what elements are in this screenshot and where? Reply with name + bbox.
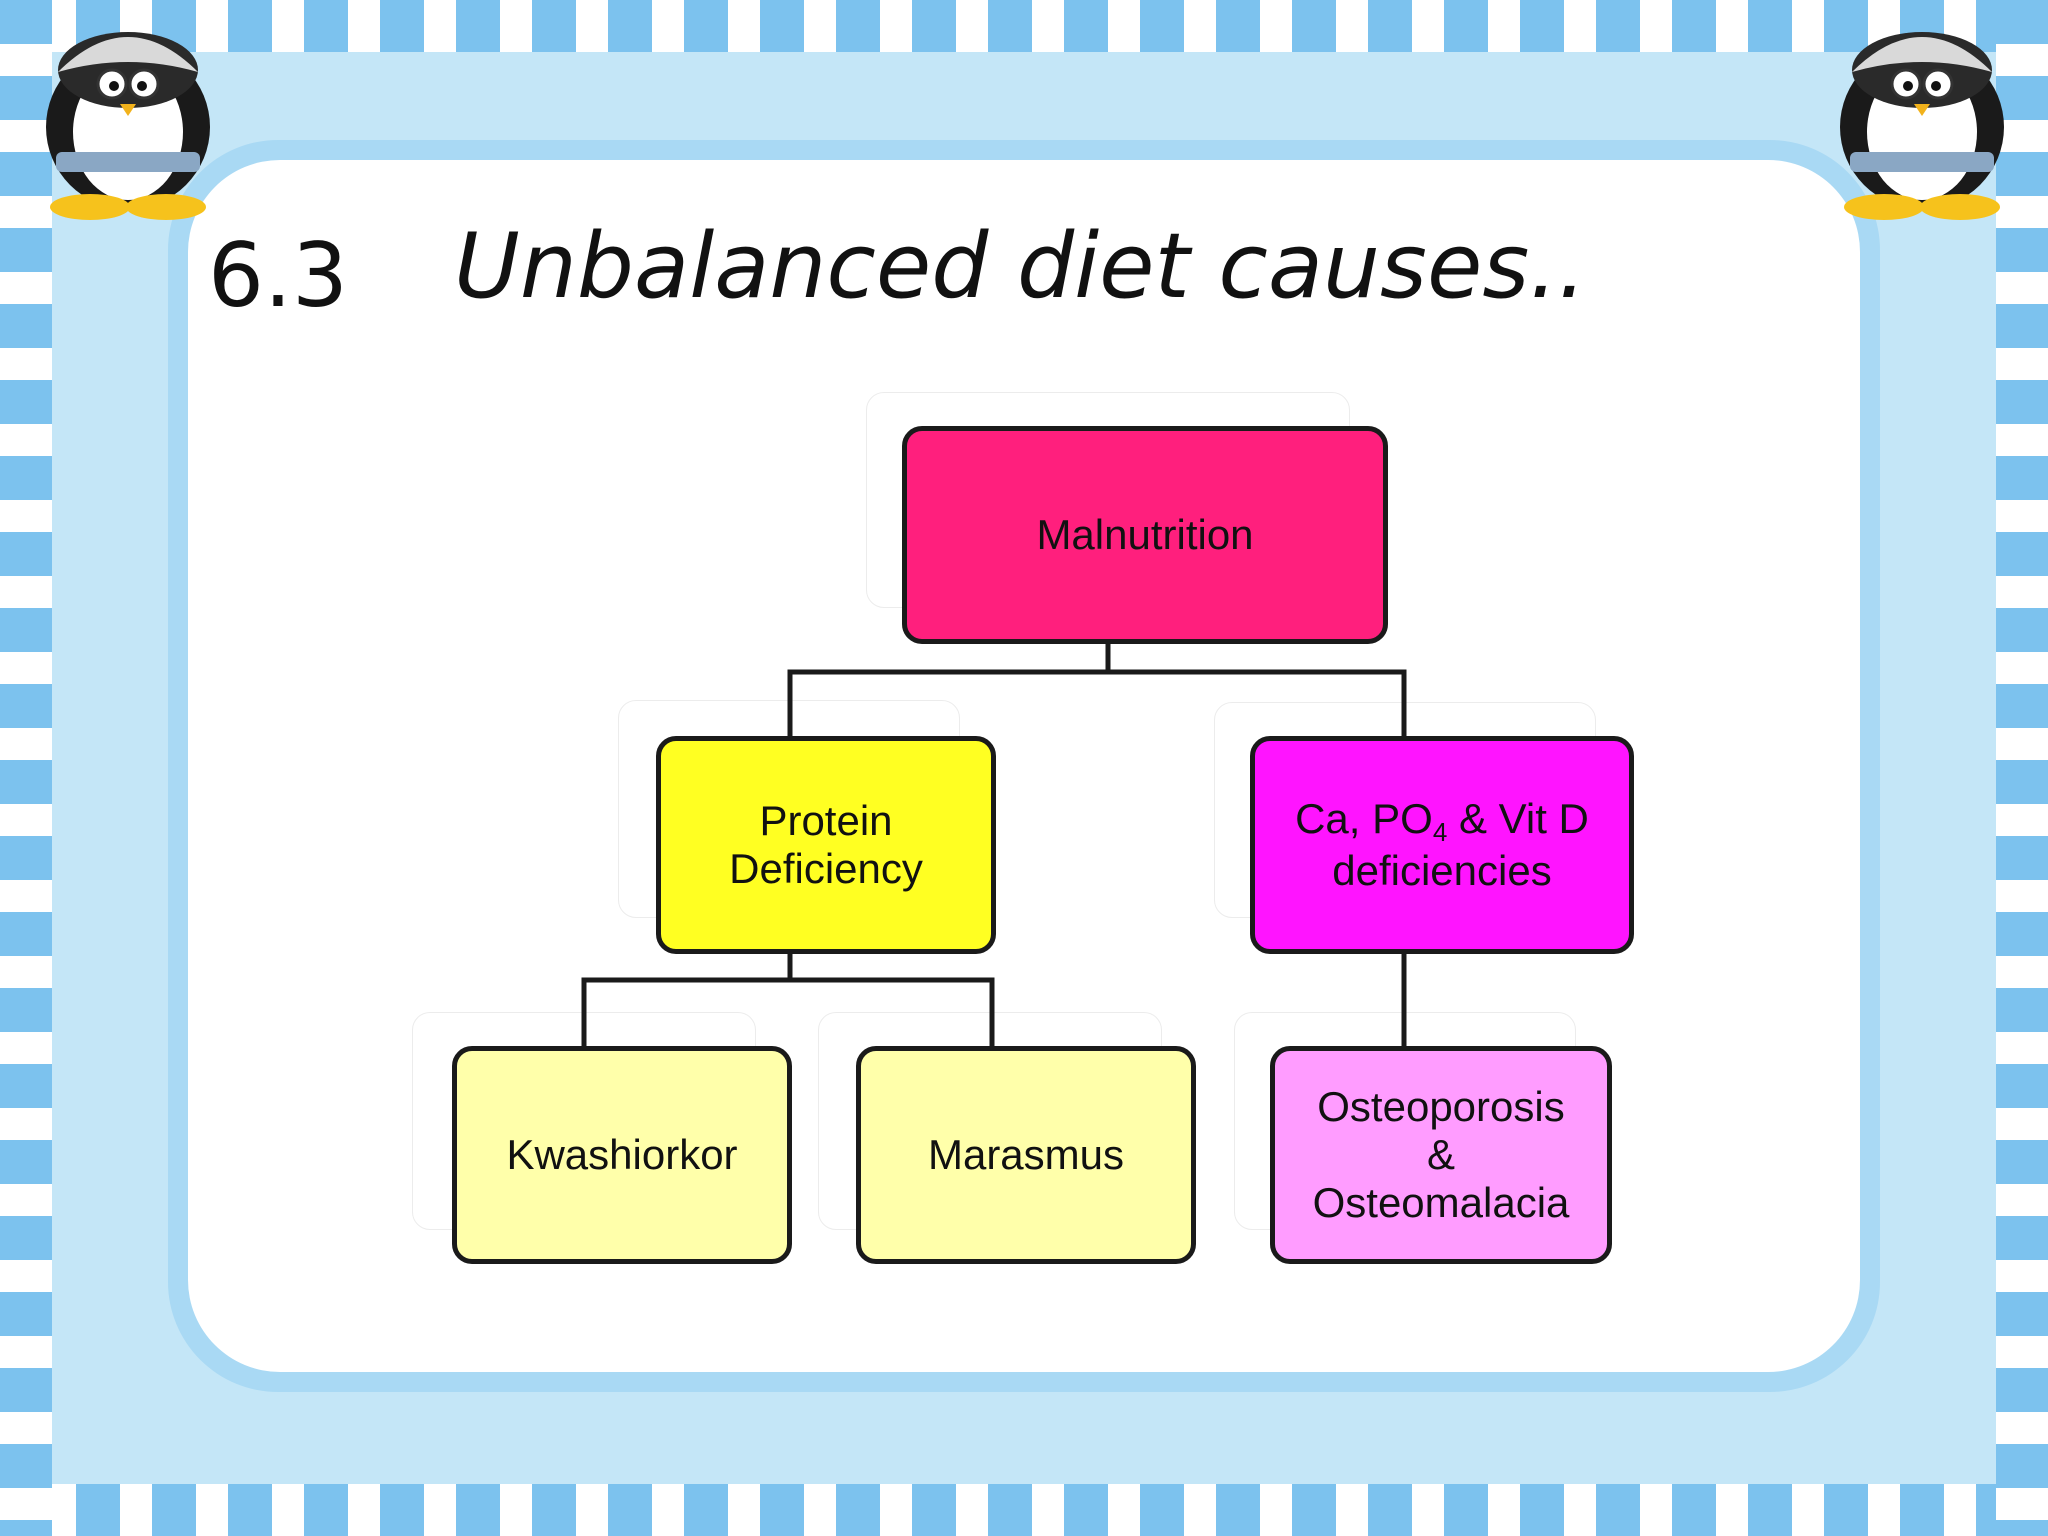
node-malnutrition-label: Malnutrition <box>1036 511 1254 559</box>
checkered-border-left <box>0 0 52 1536</box>
node-protein-line2: Deficiency <box>729 845 923 892</box>
checkered-border-right <box>1996 0 2048 1536</box>
slide-title: Unbalanced diet causes.. <box>454 214 1587 319</box>
penguin-mascot-left-icon <box>46 32 210 220</box>
node-bone-line1: Osteoporosis <box>1317 1083 1565 1131</box>
node-marasmus: Marasmus <box>856 1046 1196 1264</box>
node-bone-line2: & <box>1426 1131 1455 1179</box>
node-bone-line3: Osteomalacia <box>1312 1178 1570 1226</box>
penguin-mascot-right-icon <box>1840 32 2004 220</box>
node-protein-line1: Protein <box>759 797 893 845</box>
node-minerals-line1-suffix: & Vit D <box>1447 794 1589 842</box>
node-minerals-line1-prefix: Ca, PO <box>1295 794 1433 842</box>
checkered-border-top <box>0 0 2048 52</box>
node-osteoporosis-osteomalacia: Osteoporosis & Osteomalacia <box>1270 1046 1612 1264</box>
node-minerals-subscript: 4 <box>1432 816 1448 847</box>
node-malnutrition: Malnutrition <box>902 426 1388 644</box>
node-mineral-deficiencies: Ca, PO4 & Vit D deficiencies <box>1250 736 1634 954</box>
checkered-border-bottom <box>0 1484 2048 1536</box>
node-kwashiorkor: Kwashiorkor <box>452 1046 792 1264</box>
node-kwashiorkor-label: Kwashiorkor <box>506 1131 738 1179</box>
slide-number: 6.3 <box>208 224 348 327</box>
node-protein-deficiency: Protein Deficiency <box>656 736 996 954</box>
node-minerals-line2: deficiencies <box>1332 847 1552 895</box>
node-marasmus-label: Marasmus <box>927 1131 1125 1179</box>
